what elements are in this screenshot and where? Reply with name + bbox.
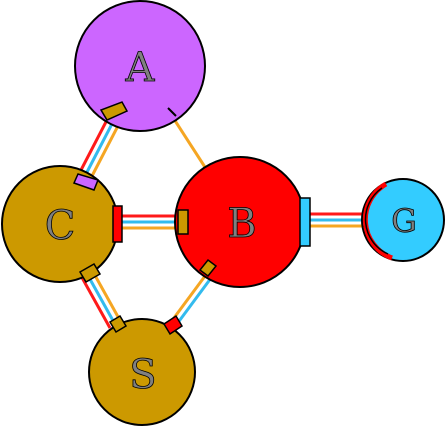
node-g-label: G [391,202,417,240]
node-c-label: C [45,203,76,249]
node-b-label: B [227,201,256,247]
port-a-to-b [167,107,177,117]
port-c-to-b [112,205,123,243]
edge-a-c [78,117,122,177]
node-b[interactable]: B [174,156,306,288]
port-b-to-g [299,197,311,247]
node-a-label: A [125,45,156,91]
port-c-to-s [78,262,102,284]
node-s-label: S [129,352,156,398]
node-a[interactable]: A [74,0,206,132]
port-c-to-a [72,173,100,191]
port-s-to-c [108,314,128,334]
edge-c-s [78,269,124,329]
port-g-to-b-outline [364,187,389,255]
port-s-to-b [162,314,184,336]
node-s[interactable]: S [88,318,196,426]
edge-b-g [306,212,366,228]
node-c[interactable]: C [1,165,119,283]
node-g[interactable]: G [361,178,445,262]
port-a-to-c [99,101,129,121]
port-b-to-s [198,258,218,278]
port-b-to-c [177,209,189,235]
